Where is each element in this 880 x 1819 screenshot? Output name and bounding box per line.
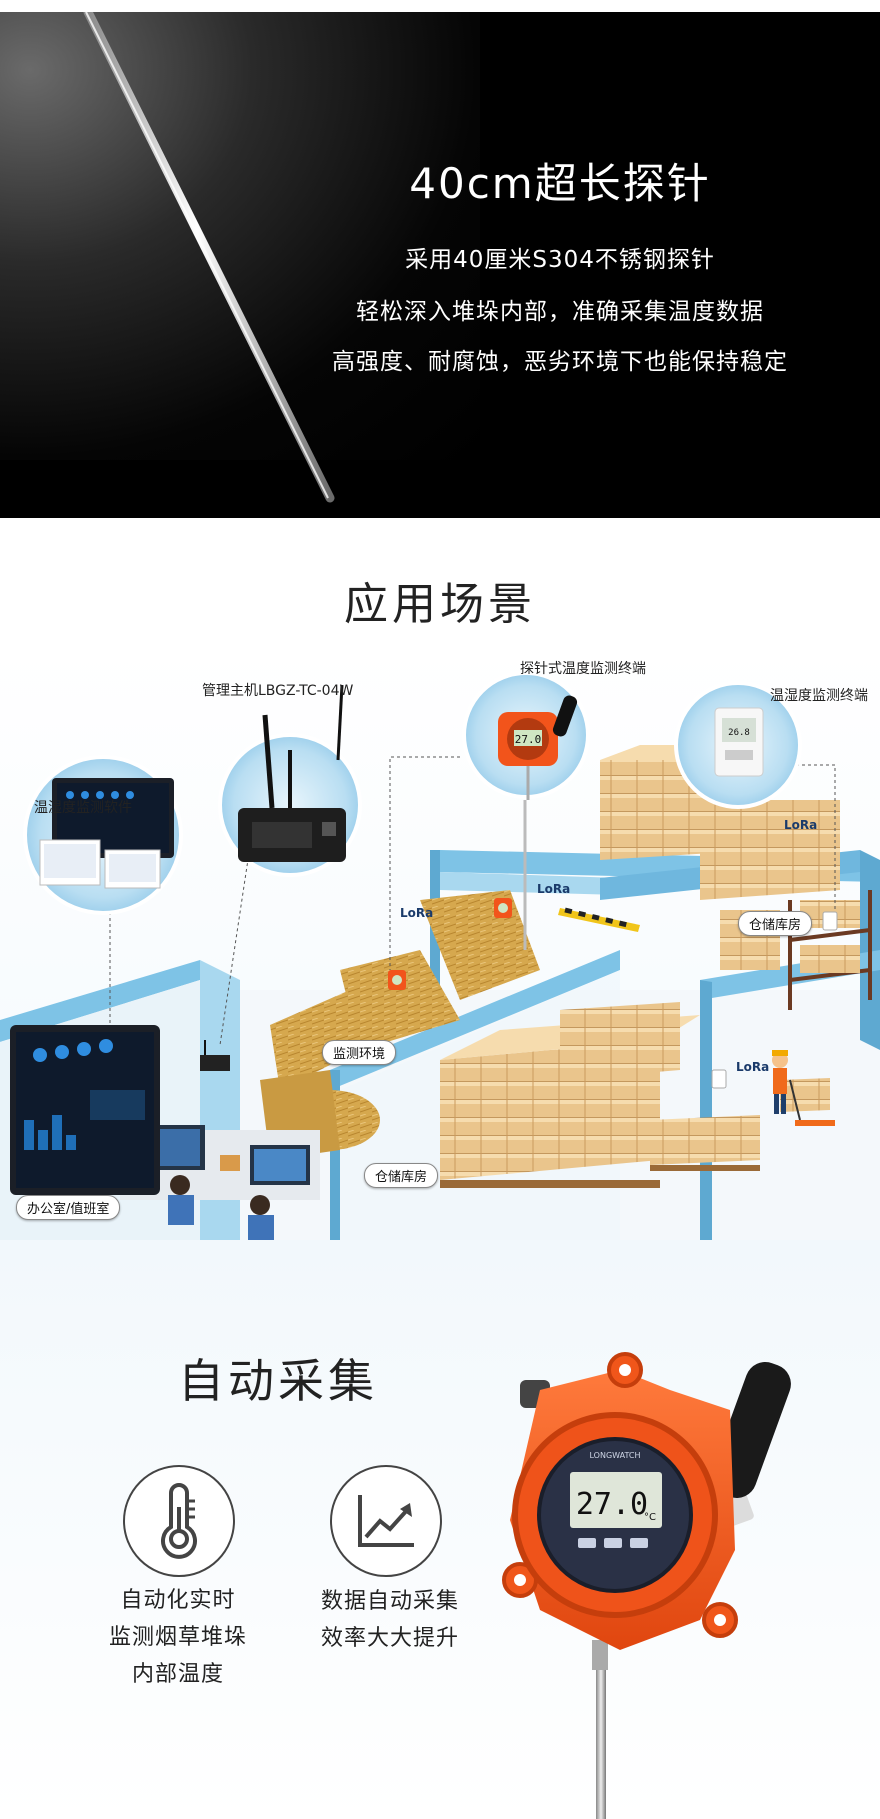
- hero-title: 40cm超长探针: [409, 159, 711, 208]
- lora-badge: LoRa: [400, 906, 434, 920]
- probe-rod-image: [83, 7, 335, 503]
- label-th-terminal: 温湿度监测终端: [770, 688, 868, 704]
- scene-device-reading: 27.0: [515, 733, 542, 746]
- auto-title: 自动采集: [178, 1354, 378, 1408]
- hero-line: 采用40厘米S304不锈钢探针: [405, 247, 715, 273]
- feature-line: 内部温度: [131, 1662, 224, 1687]
- hero-line: 轻松深入堆垛内部，准确采集温度数据: [356, 299, 764, 325]
- hero-top-margin: [0, 0, 880, 12]
- hero-line: 高强度、耐腐蚀，恶劣环境下也能保持稳定: [332, 349, 788, 375]
- feature-text: 数据自动采集 效率大大提升: [290, 1583, 490, 1657]
- device-display-unit: °C: [644, 1512, 656, 1523]
- lora-badge: LoRa: [784, 818, 818, 832]
- hero-glow: [0, 0, 480, 460]
- application-title: 应用场景: [344, 579, 536, 630]
- feature-line: 数据自动采集: [320, 1589, 459, 1614]
- feature-line: 监测烟草堆垛: [108, 1625, 247, 1650]
- device-display-reading: 27.0: [576, 1487, 648, 1522]
- zone-warehouse: 仓储库房: [738, 911, 813, 936]
- hero-banner: 40cm超长探针 采用40厘米S304不锈钢探针 轻松深入堆垛内部，准确采集温度…: [0, 0, 880, 518]
- application-scene-illustration: 27.0 26.8: [0, 650, 880, 1240]
- label-host: 管理主机LBGZ-TC-04W: [202, 683, 354, 699]
- zone-warehouse: 仓储库房: [364, 1163, 439, 1188]
- probe-device-image: LONGWATCH 27.0 °C: [502, 1352, 791, 1819]
- lora-badge: LoRa: [736, 1060, 770, 1074]
- feature-icon-circle: [123, 1465, 235, 1577]
- label-probe-terminal: 探针式温度监测终端: [520, 661, 646, 677]
- label-software: 温湿度监测软件: [34, 800, 132, 816]
- trend-chart-icon: [358, 1495, 414, 1547]
- lora-badge: LoRa: [537, 882, 571, 896]
- zone-office: 办公室/值班室: [16, 1195, 121, 1220]
- device-brand-text: LONGWATCH: [590, 1451, 641, 1460]
- feature-line: 效率大大提升: [320, 1626, 459, 1651]
- scene-th-reading: 26.8: [728, 728, 750, 738]
- feature-icon-circle: [330, 1465, 442, 1577]
- zone-monitor-env: 监测环境: [322, 1040, 397, 1065]
- feature-text: 自动化实时 监测烟草堆垛 内部温度: [78, 1582, 278, 1693]
- feature-line: 自动化实时: [120, 1588, 236, 1613]
- thermometer-icon: [161, 1483, 197, 1559]
